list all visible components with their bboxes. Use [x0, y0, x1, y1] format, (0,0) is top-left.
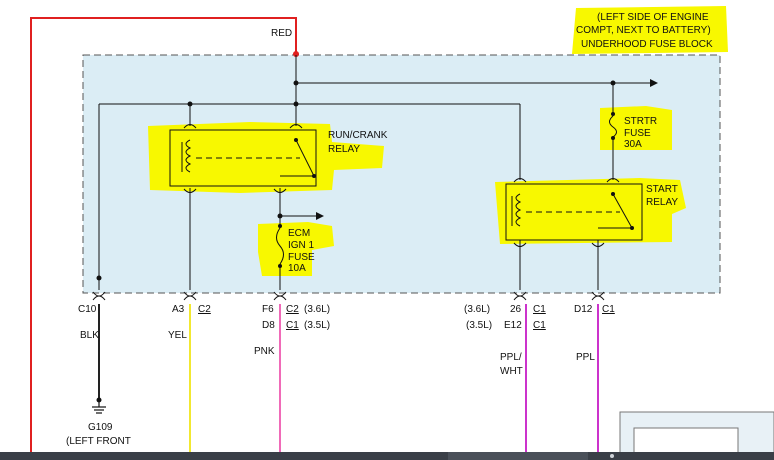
strtr-fuse-symbol	[609, 112, 617, 140]
pin-d12: D12	[574, 304, 593, 315]
junction-dots	[96, 80, 616, 281]
start-relay	[505, 178, 643, 247]
connector-symbols	[92, 291, 605, 301]
engine-p26: (3.6L)	[464, 304, 490, 315]
bottom-toolbar	[0, 452, 774, 460]
conn-d8-c1: C1	[286, 320, 299, 331]
run-crank-relay-label-2: RELAY	[328, 144, 360, 155]
conn-e12-c1: C1	[533, 320, 546, 331]
strtr-fuse-label-2: FUSE	[624, 128, 651, 139]
caption-line-2: COMPT, NEXT TO BATTERY)	[576, 25, 711, 36]
highlight-caption	[572, 6, 728, 54]
engine-d8: (3.5L)	[304, 320, 330, 331]
caption-line-3: UNDERHOOD FUSE BLOCK	[581, 39, 713, 50]
pin-26: 26	[510, 304, 522, 315]
ecm-fuse-label-1: ECM	[288, 228, 310, 239]
wire-label-blk: BLK	[80, 330, 99, 341]
wire-label-pnk: PNK	[254, 346, 275, 357]
red-wire-splice	[293, 51, 299, 57]
ecm-fuse-label-3: FUSE	[288, 252, 315, 263]
run-crank-relay	[169, 124, 317, 193]
wire-label-ppl: PPL	[576, 352, 595, 363]
red-wire-label: RED	[271, 28, 292, 39]
conn-f6-c2: C2	[286, 304, 299, 315]
pin-a3: A3	[172, 304, 185, 315]
start-relay-label-2: RELAY	[646, 197, 678, 208]
strtr-fuse-label-1: STRTR	[624, 116, 657, 127]
conn-a3-c2: C2	[198, 304, 211, 315]
ground-icon	[92, 397, 106, 414]
pin-c10: C10	[78, 304, 97, 315]
caption-line-1: (LEFT SIDE OF ENGINE	[597, 12, 709, 23]
ground-id: G109	[88, 422, 113, 433]
strtr-fuse-label-3: 30A	[624, 139, 642, 150]
run-crank-relay-label-1: RUN/CRANK	[328, 130, 388, 141]
engine-f6: (3.6L)	[304, 304, 330, 315]
highlight-start-relay	[495, 178, 686, 244]
pin-e12: E12	[504, 320, 522, 331]
wire-label-ppl-wht-2: WHT	[500, 366, 523, 377]
highlight-strtr-fuse	[600, 106, 672, 150]
pin-d8: D8	[262, 320, 275, 331]
highlight-marks	[148, 6, 728, 276]
bus-arrow-right	[650, 79, 658, 87]
pin-f6: F6	[262, 304, 274, 315]
ecm-fuse-symbol	[276, 224, 284, 268]
wire-label-yel: YEL	[168, 330, 187, 341]
ecm-arrow-right	[316, 212, 324, 220]
conn-26-c1: C1	[533, 304, 546, 315]
ground-location: (LEFT FRONT	[66, 436, 131, 447]
internal-bus	[98, 55, 650, 290]
start-relay-label-1: START	[646, 184, 678, 195]
conn-d12-c1: C1	[602, 304, 615, 315]
toolbar-dot-icon[interactable]	[610, 454, 614, 458]
wire-label-ppl-wht-1: PPL/	[500, 352, 522, 363]
red-wire	[30, 17, 297, 460]
engine-e12: (3.5L)	[466, 320, 492, 331]
ecm-fuse-label-2: IGN 1	[288, 240, 315, 251]
ecm-fuse-label-4: 10A	[288, 263, 306, 274]
